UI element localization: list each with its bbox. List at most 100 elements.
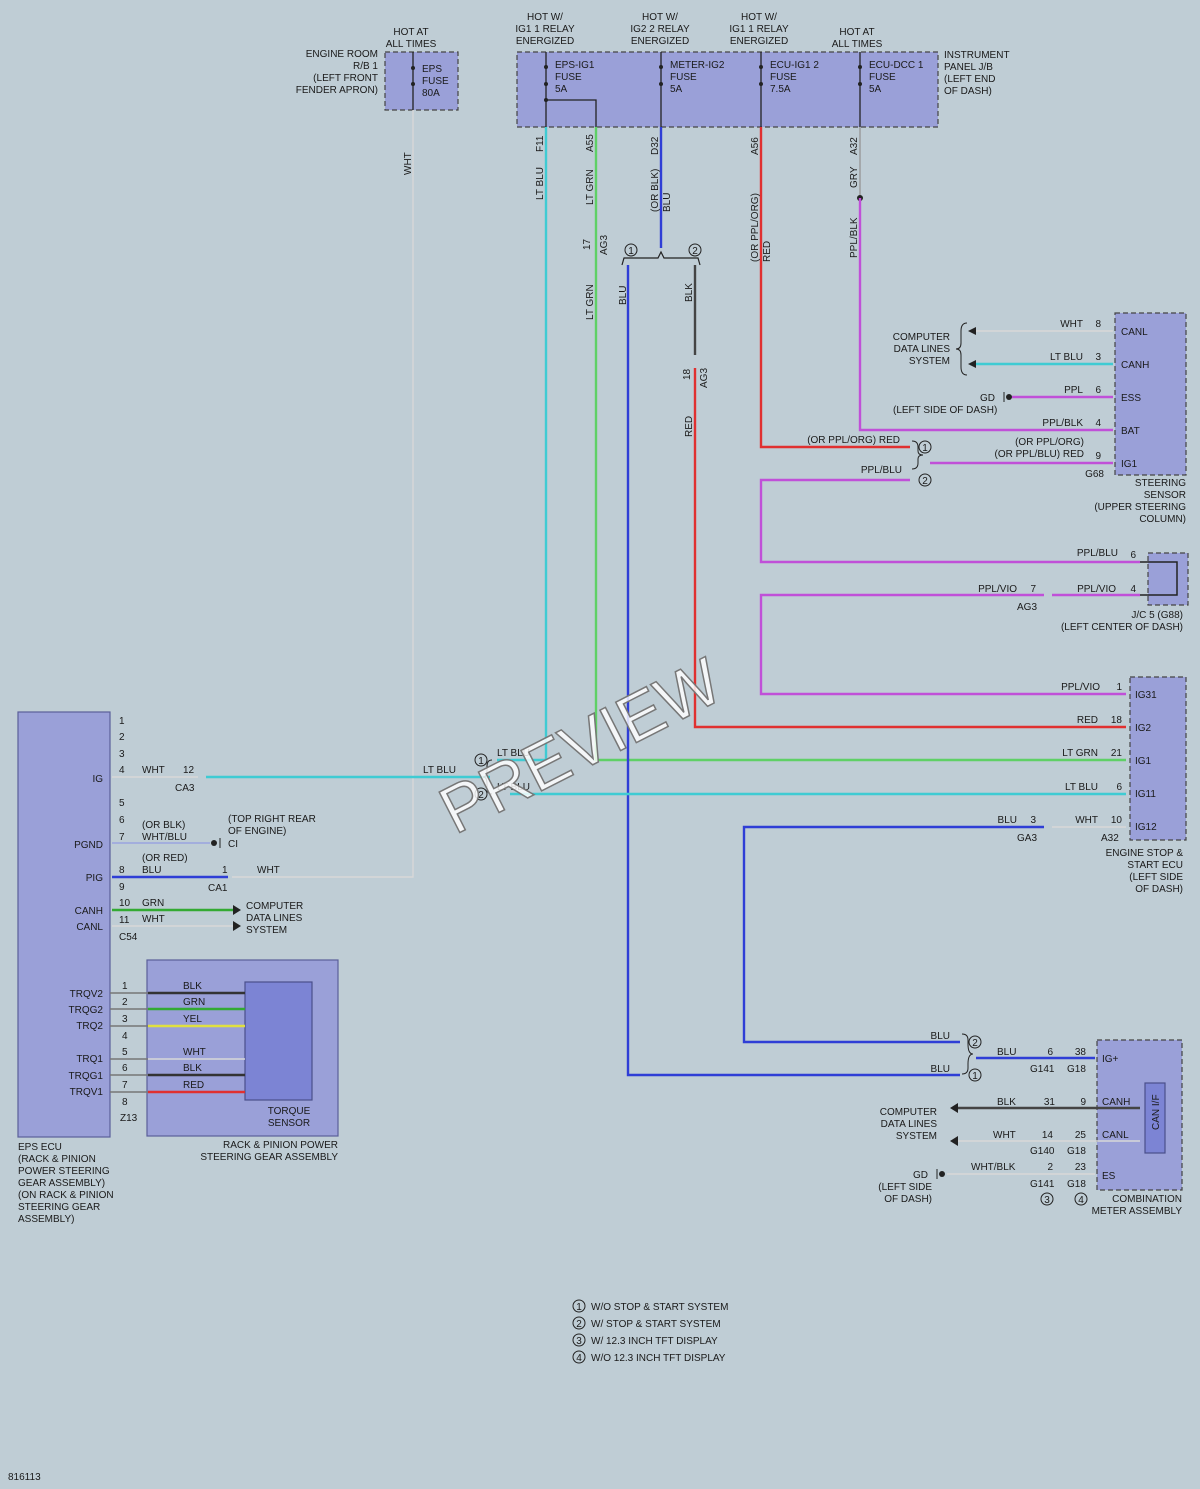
svg-text:1: 1 (119, 716, 125, 727)
meter-igplus-pin-a: 6 (1047, 1047, 1053, 1058)
conn-ga3: GA3 (1017, 833, 1037, 844)
meter-terminal-canl: CANL (1102, 1130, 1129, 1141)
wire-wht-pig (232, 110, 414, 878)
svg-text:4: 4 (122, 1031, 128, 1042)
meter-blu-label-1: BLU (931, 1064, 950, 1075)
note-1-num: 1 (576, 1302, 582, 1313)
conn-a55: A55 (585, 134, 596, 152)
eps-trq2: TRQ2 (76, 1021, 103, 1032)
ecu-pin-18: 18 (1111, 715, 1123, 726)
svg-text:9: 9 (119, 882, 125, 893)
eps-pig-wire-label: WHT (257, 865, 280, 876)
option-1-mark: 1 (628, 246, 634, 257)
ss-pin-8: 8 (1095, 319, 1101, 330)
conn-f11: F11 (535, 135, 546, 152)
note-3-text: W/ 12.3 INCH TFT DISPLAY (591, 1336, 718, 1347)
note-2-num: 2 (576, 1319, 582, 1330)
ss-color-ppl-blk: PPL/BLK (1042, 418, 1083, 429)
svg-text:7: 7 (119, 832, 125, 843)
meter-es-color: WHT/BLK (971, 1162, 1016, 1173)
eps-pig-conn-pin: 1 (222, 865, 228, 876)
conn-ag3-a: AG3 (599, 235, 610, 255)
ecu-terminal-ig11: IG11 (1135, 789, 1156, 800)
wire-ppl-vio-ig31 (759, 593, 1126, 696)
meter-canl-pin-b: 25 (1075, 1130, 1087, 1141)
eps-pig-color: (OR RED)BLU (142, 853, 188, 876)
wire-lt-blu-f11 (497, 127, 548, 762)
eps-trqv1: TRQV1 (70, 1087, 104, 1098)
meter-blu-label-2: BLU (931, 1031, 950, 1042)
meter-conn-g18-a: G18 (1067, 1064, 1086, 1075)
conn-g68: G68 (1085, 469, 1104, 480)
meter-canl-color: WHT (993, 1130, 1016, 1141)
note-3-num: 3 (576, 1336, 582, 1347)
svg-text:3: 3 (122, 1014, 128, 1025)
ss-color-ig1: (OR PPL/ORG)(OR PPL/BLU) RED (995, 437, 1084, 460)
svg-text:5: 5 (122, 1047, 128, 1058)
svg-text:6: 6 (122, 1063, 128, 1074)
eps-terminal-pgnd: PGND (74, 840, 103, 851)
meter-conn-g141-a: G141 (1030, 1064, 1055, 1075)
svg-text:4: 4 (1078, 1195, 1084, 1206)
meter-terminal-es: ES (1102, 1171, 1116, 1182)
eps-pin-numbers: 1 2 3 4 5 6 7 8 9 10 11 (119, 716, 131, 926)
ss-ground-gd: GD (980, 393, 995, 404)
wire-label-blu: BLU (618, 286, 629, 305)
meter-ground-gd: GD (913, 1170, 928, 1181)
conn-a32: A32 (849, 137, 860, 155)
eps-pgnd-color: (OR BLK)WHT/BLU (142, 820, 187, 843)
conn-ag3-b: AG3 (699, 368, 710, 388)
conn-ca1: CA1 (208, 883, 228, 894)
ss-color-wht: WHT (1060, 319, 1083, 330)
ss-pin-4: 4 (1095, 418, 1101, 429)
conn-a56: A56 (750, 137, 761, 155)
ecu-terminal-ig31: IG31 (1135, 690, 1157, 701)
conn-a32-ecu: A32 (1101, 833, 1119, 844)
meter-es-pin-a: 2 (1047, 1162, 1053, 1173)
wire-label-lt-grn-a: LT GRN (585, 169, 596, 205)
svg-text:3: 3 (119, 749, 125, 760)
ecu-pin-1: 1 (1116, 682, 1122, 693)
wire-blu-meter-1 (626, 265, 960, 1077)
ecu-color-lt-blu: LT BLU (1065, 782, 1098, 793)
eps-ig-color: WHT (142, 765, 165, 776)
eps-canh-color: GRN (142, 898, 164, 909)
trq-color-blk-1: BLK (183, 981, 202, 992)
eps-trqg1: TRQG1 (69, 1071, 104, 1082)
meter-can-if: CAN I/F (1151, 1094, 1162, 1130)
meter-conn-g140: G140 (1030, 1146, 1055, 1157)
ig-option-2-label: LT BLU (497, 782, 530, 793)
eps-ig-wire-label: LT BLU (423, 765, 456, 776)
ecu-color-wht: WHT (1075, 815, 1098, 826)
svg-text:10: 10 (119, 898, 131, 909)
meter-terminal-igplus: IG+ (1102, 1054, 1119, 1065)
ecu-terminal-ig2: IG2 (1135, 723, 1152, 734)
trq-pin-numbers: 1 2 3 4 5 6 7 8 (122, 981, 128, 1108)
wire-label-lt-blu: LT BLU (535, 167, 546, 200)
svg-text:4: 4 (119, 765, 125, 776)
trq-color-blk-2: BLK (183, 1063, 202, 1074)
ss-pin-6: 6 (1095, 385, 1101, 396)
jc5-left-color: PPL/VIO (978, 584, 1017, 595)
conn-17: 17 (582, 238, 593, 250)
svg-text:1: 1 (122, 981, 128, 992)
svg-text:1: 1 (922, 443, 928, 454)
svg-text:3: 3 (1044, 1195, 1050, 1206)
option-2-mark: 2 (692, 246, 698, 257)
ss-ground-loc: (LEFT SIDE OF DASH) (893, 405, 997, 416)
ecu-terminal-ig1: IG1 (1135, 756, 1152, 767)
eps-trqg2: TRQG2 (69, 1005, 104, 1016)
eps-ecu: IG PGND PIG CANH CANL TRQV2 TRQG2 TRQ2 T… (17, 711, 114, 1225)
svg-text:8: 8 (122, 1097, 128, 1108)
